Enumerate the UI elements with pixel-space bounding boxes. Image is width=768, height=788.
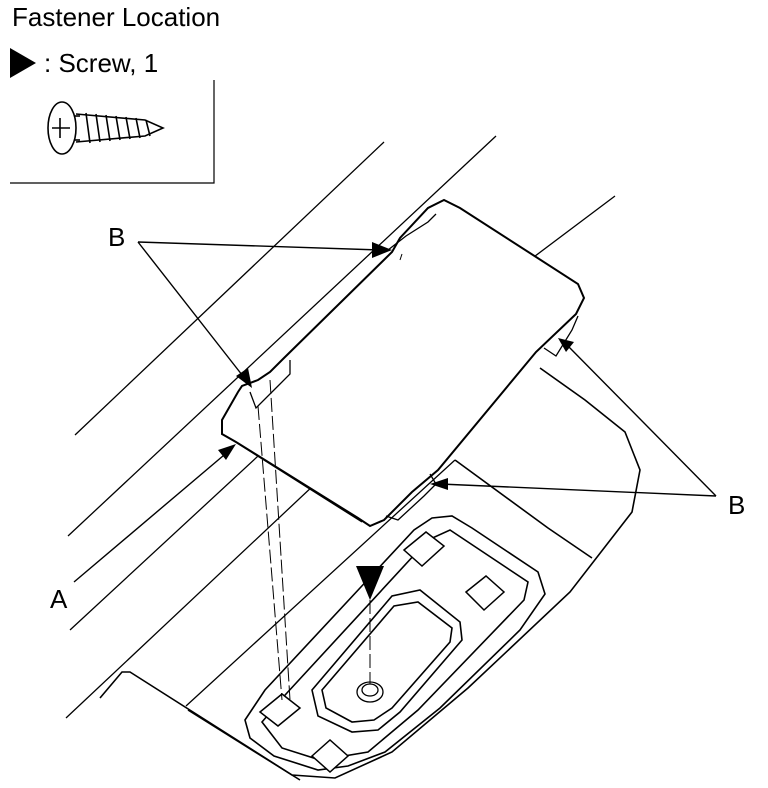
screw-hole bbox=[356, 681, 384, 703]
legend-screw-label: : Screw, 1 bbox=[44, 48, 159, 78]
cover-panel bbox=[221, 198, 586, 528]
guide-lines bbox=[257, 253, 403, 701]
label-b-left: B bbox=[108, 222, 125, 252]
label-a: A bbox=[50, 584, 68, 614]
arrowheads bbox=[218, 242, 574, 490]
legend-triangle-icon bbox=[10, 48, 36, 78]
diagram-title: Fastener Location bbox=[12, 2, 221, 32]
callout-arrows bbox=[73, 241, 717, 583]
legend-box bbox=[10, 80, 215, 184]
console-body bbox=[99, 367, 641, 781]
panel-edges bbox=[65, 135, 616, 719]
screw-location-marker bbox=[356, 566, 384, 600]
screw-icon bbox=[47, 101, 165, 155]
console-clip-holes bbox=[258, 531, 506, 774]
label-b-right: B bbox=[728, 490, 745, 520]
